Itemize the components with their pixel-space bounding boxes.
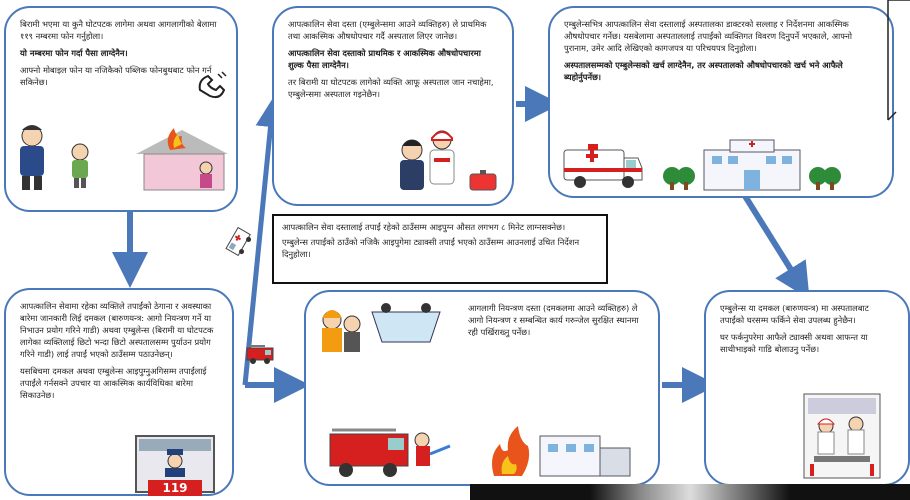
bottom-dark-strip [470, 484, 910, 500]
step4-hospital-instructions-text: एम्बुलेन्सभित्र आपत्कालिन सेवा दस्तालाई … [564, 19, 853, 54]
step6-taxi-text: घर फर्कनुपरेमा आफैले ट्याक्सी अथवा आफन्त… [720, 332, 868, 355]
step1-phone-options-text: आफ्नो मोबाइल फोन या नजिकैको पब्लिक फोनबु… [20, 65, 212, 88]
step2-dispatch-text: आपत्कालिन सेवामा रहेका व्यक्तिले तपाईंको… [20, 301, 214, 360]
phone-handset-icon [198, 71, 227, 99]
step4-costs-text: अस्पतालसम्मको एम्बुलेन्सको खर्च लाग्देनै… [564, 60, 843, 83]
fire-truck-small-icon [246, 345, 274, 364]
step3-refusal-text: तर बिरामी या घोटपटक लागेको व्यक्ति आफू अ… [288, 77, 494, 100]
step2-box: आपत्कालिन सेवामा रहेका व्यक्तिले तपाईंको… [4, 288, 234, 496]
speech-bubble-edge [887, 0, 910, 121]
arrow-step2-to-step3 [242, 97, 286, 386]
ambulance-stretcher-illustration [803, 393, 881, 479]
operator-icon [139, 439, 211, 477]
arrow-step4-to-step6 [742, 194, 810, 300]
rescue-accident-illustration [322, 303, 441, 352]
fire-truck-illustration [329, 428, 451, 477]
emergency-number-label: 119 [148, 480, 202, 496]
hospital-building-icon [663, 139, 841, 191]
ambulance-small-icon [225, 226, 252, 257]
step3-transport-text: आपत्कालिन सेवा दस्ता (एम्बुलेन्समा आउने … [288, 19, 487, 42]
arrival-time-text: आपत्कालिन सेवा दस्तालाई तपाईं रहेको ठाउँ… [282, 222, 566, 232]
house-fire-illustration [136, 128, 228, 191]
people-calling-illustration [20, 125, 89, 190]
paramedics-illustration [400, 130, 497, 191]
guide-ambulance-text: एम्बुलेन्स तपाईंको ठाउँको नजिकै आइपुगेमा… [282, 237, 580, 260]
step3-free-firstaid-text: आपत्कालिन सेवा दस्ताको प्राथमिक र आकस्मि… [288, 48, 481, 71]
step6-no-return-text: एम्बुलेन्स या दमकल (बारुणयन्त्र) मा अस्प… [720, 303, 869, 326]
step5-wait-safely-text: आगलागी नियन्त्रण दस्ता (दमकलमा आउने व्यक… [468, 303, 639, 338]
step1-free-call-text: यो नम्बरमा फोन गर्दा पैसा लाग्देनैन। [20, 48, 128, 59]
arrival-time-note: आपत्कालिन सेवा दस्तालाई तपाईं रहेको ठाउँ… [272, 214, 608, 284]
step2-instructions-text: यसबिचमा दमकल अथवा एम्बुलेन्स आइपुग्नुअगि… [20, 366, 207, 401]
ambulance-icon [563, 144, 643, 188]
step1-call-119-text: बिरामी भएमा या कुनै घोटपटक लागेमा अथवा आ… [20, 19, 217, 42]
burning-building-illustration [492, 426, 631, 477]
step3-box: आपत्कालिन सेवा दस्ता (एम्बुलेन्समा आउने … [272, 6, 514, 206]
